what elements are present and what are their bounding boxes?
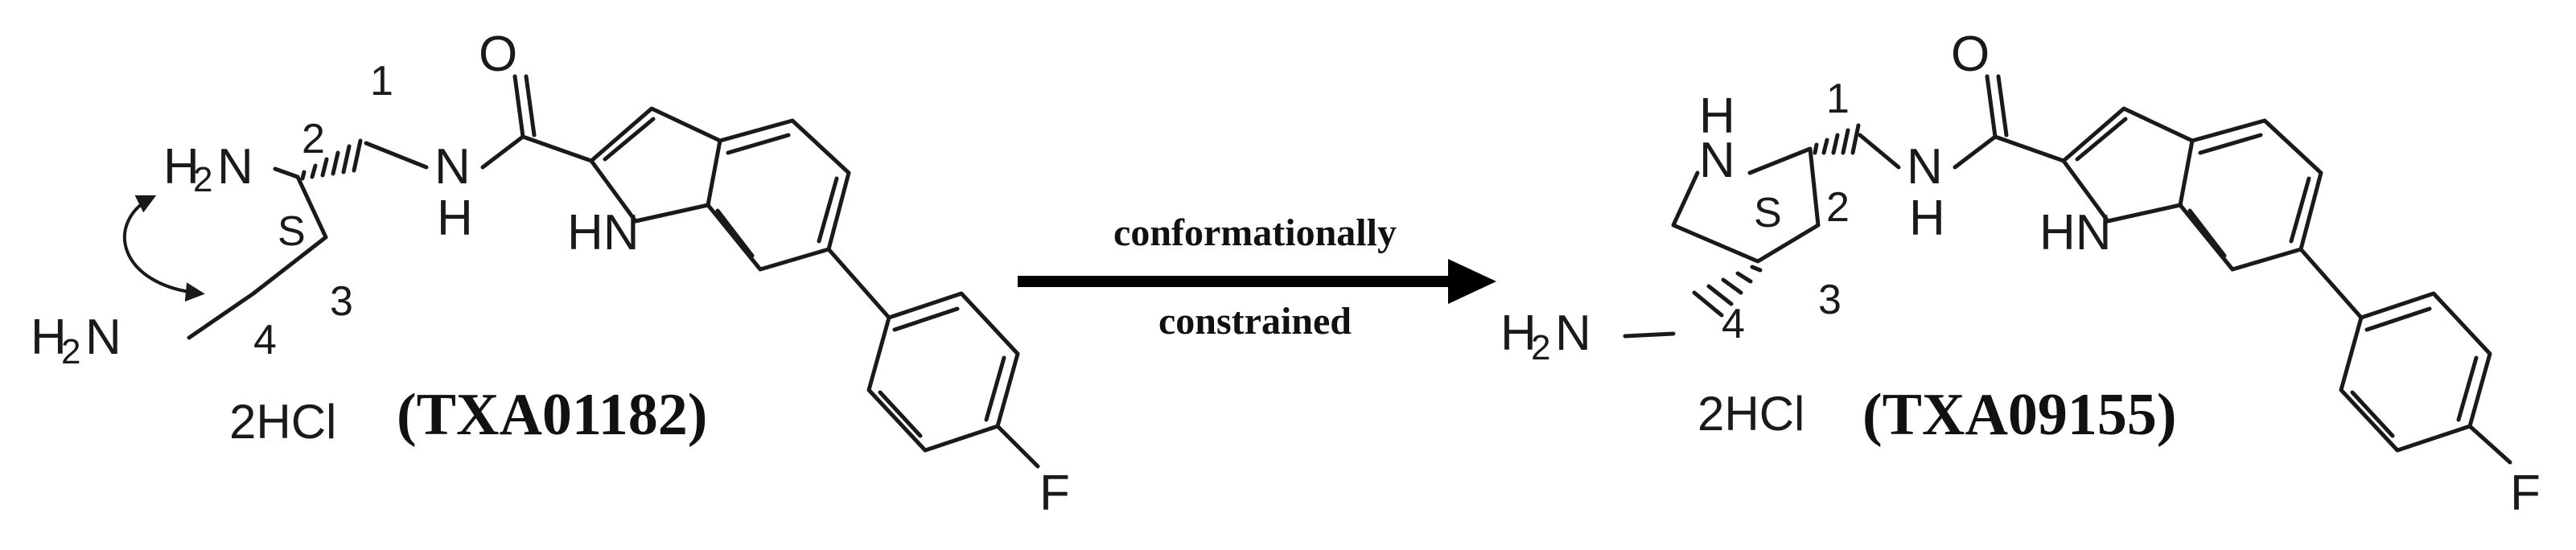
amine-h: H <box>1500 306 1537 361</box>
curved-arrow <box>122 195 205 302</box>
stereo-label: S <box>278 208 306 255</box>
bond-c2-nh2 <box>273 166 300 179</box>
indole-inner-double-2 <box>817 176 839 244</box>
amide-h: H <box>437 191 473 246</box>
stereo-label-right: S <box>1754 190 1782 236</box>
arrow-label-bottom: constrained <box>1158 300 1352 343</box>
amide-n-right: N <box>1907 139 1943 195</box>
pyrrolidine-ring <box>1671 146 1821 264</box>
carbonyl-oxygen: O <box>479 27 517 82</box>
indole-pyrrole-ring-right <box>2061 106 2195 224</box>
bond-co-o <box>512 74 525 139</box>
fluorophenyl-double-r1 <box>2364 306 2432 332</box>
top-amine-sub: 2 <box>193 160 212 199</box>
bottom-amine-sub: 2 <box>61 332 80 371</box>
indole-nh-right: HN <box>2039 205 2112 261</box>
compound-id: (TXA01182) <box>397 382 707 448</box>
fluorophenyl-ring-right <box>2339 291 2492 453</box>
bond-c4-nh2 <box>187 291 256 340</box>
indole-double-c2c3-right <box>2075 117 2128 162</box>
indole-benzene-ring-right <box>2178 118 2323 272</box>
position-3-right: 3 <box>1818 277 1841 323</box>
hashed-wedge-bond-c4 <box>1692 265 1763 318</box>
carbonyl-oxygen-right: O <box>1951 27 1990 82</box>
position-1: 1 <box>370 58 393 105</box>
bond-biaryl-right <box>2298 247 2364 320</box>
bond-biaryl <box>826 247 891 320</box>
ring-nh-h: H <box>1699 88 1735 144</box>
bond-c1-n <box>364 141 429 170</box>
top-amine-h: H <box>163 139 200 195</box>
indole-inner-double-1 <box>726 133 791 155</box>
fluorophenyl-ring <box>866 291 1020 453</box>
salt-label: 2HCl <box>229 395 336 449</box>
amide-h-right: H <box>1909 191 1945 246</box>
bond-ch2-nh2 <box>1623 331 1676 339</box>
molecule-txa09155: H N H 2 N N H O HN F 1 2 3 4 S 2HCl (TXA… <box>1500 27 2541 521</box>
hashed-wedge-bond <box>300 138 363 181</box>
indole-inner-double-r2 <box>2289 176 2311 244</box>
position-3: 3 <box>330 278 353 325</box>
bond-c1-n-right <box>1858 133 1901 170</box>
fluorophenyl-double-r3 <box>2350 390 2395 438</box>
position-4-right: 4 <box>1722 301 1745 347</box>
amine-n: N <box>1555 306 1591 361</box>
bond-c3-c4 <box>251 235 328 296</box>
bond-co-o-right <box>1985 74 1998 139</box>
compound-id-right: (TXA09155) <box>1862 382 2177 448</box>
indole-benzene-ring <box>706 118 851 272</box>
indole-nh: HN <box>567 205 640 261</box>
indole-inner-double-r3 <box>2187 208 2227 258</box>
reaction-arrow: conformationally constrained <box>1018 211 1496 343</box>
bond-co-indole-right <box>1993 134 2066 163</box>
indole-pyrrole-ring <box>589 106 722 224</box>
molecule-txa01182: H 2 N H 2 N N H O HN F 1 2 3 4 S 2HCl (T… <box>31 27 1070 521</box>
amine-sub: 2 <box>1531 328 1550 367</box>
bond-c-f-right <box>2467 424 2512 465</box>
bond-co-indole <box>521 134 594 163</box>
bond-c2-c3 <box>295 174 328 240</box>
fluorophenyl-double-r2 <box>2456 355 2479 422</box>
hashed-wedge-bond-right <box>1813 123 1861 155</box>
bond-c-f <box>995 424 1040 469</box>
bottom-amine-h: H <box>31 310 67 365</box>
bottom-amine-n: N <box>85 310 121 365</box>
position-2: 2 <box>302 116 325 162</box>
fluorophenyl-double-2 <box>984 355 1006 422</box>
indole-inner-double-3 <box>715 208 755 258</box>
bond-co-o-double <box>524 74 537 138</box>
arrow-label-top: conformationally <box>1113 211 1397 254</box>
position-2-right: 2 <box>1826 184 1850 231</box>
bond-n-co <box>480 134 525 170</box>
fluorophenyl-double-3 <box>878 390 923 438</box>
fluorine-atom-right: F <box>2510 466 2541 521</box>
ring-nh-n: N <box>1699 133 1735 188</box>
salt-label-right: 2HCl <box>1697 387 1804 441</box>
fluorophenyl-double-1 <box>892 306 960 332</box>
top-amine-n: N <box>217 139 253 195</box>
indole-inner-double-r1 <box>2198 133 2263 155</box>
position-1-right: 1 <box>1826 76 1850 122</box>
fluorine-atom: F <box>1039 466 1070 521</box>
amide-n: N <box>434 139 471 195</box>
bond-n-co-right <box>1953 134 1998 170</box>
bond-co-o-double-right <box>1996 74 2009 138</box>
position-4: 4 <box>253 317 277 363</box>
indole-double-c2c3 <box>603 117 656 162</box>
